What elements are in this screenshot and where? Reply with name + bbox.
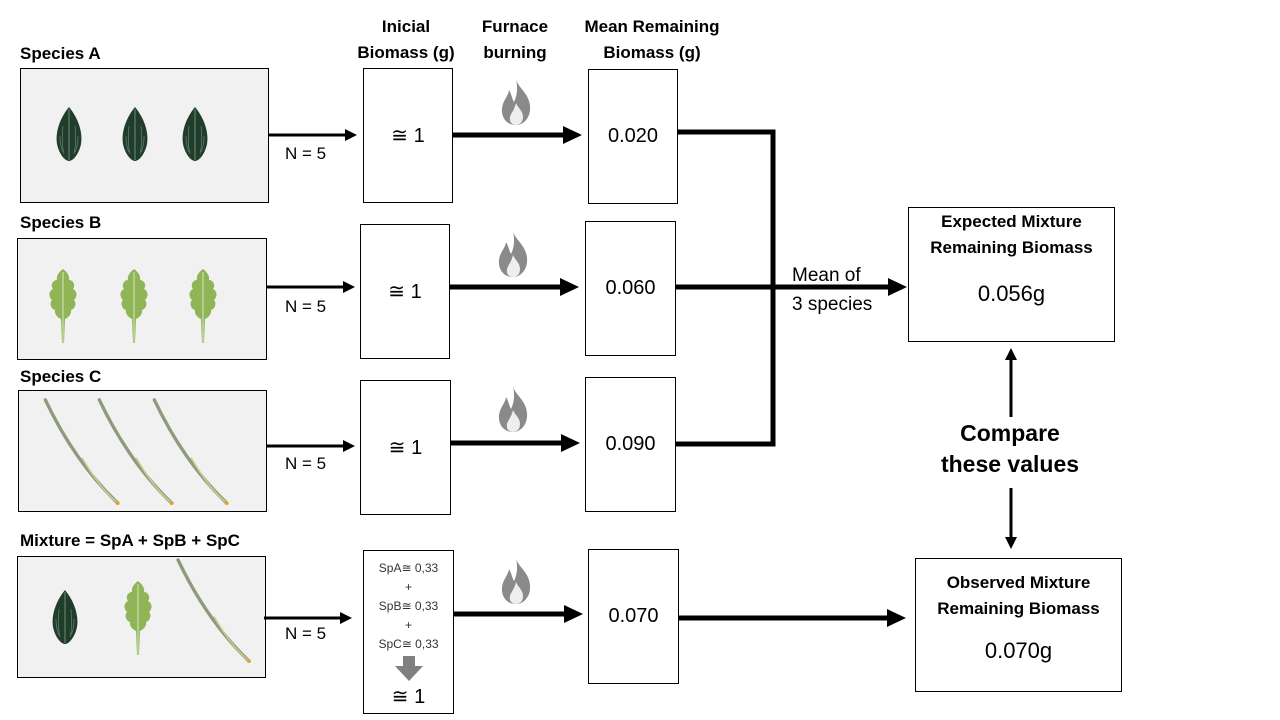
species-c-photo [18, 390, 267, 512]
grass-blade-icon [176, 558, 253, 664]
species-c-label: Species C [20, 367, 102, 386]
mix-plus-2: + [404, 618, 412, 632]
mean-label-line-2: 3 species [792, 294, 873, 315]
remaining-box-a: 0.020 [588, 69, 678, 204]
mean-of-species-label: Mean of 3 species [792, 261, 872, 319]
fire-icon [501, 558, 531, 604]
fire-icon [498, 386, 528, 432]
leaf-b-icon [119, 268, 149, 344]
leaf-b-icon [48, 268, 78, 344]
initial-box-c: ≅ 1 [360, 380, 451, 515]
expected-mixture-box: Expected Mixture Remaining Biomass 0.056… [908, 207, 1115, 342]
observed-value: 0.070g [984, 638, 1053, 663]
mix-component-b: SpB≅ 0,33 [378, 599, 439, 613]
observed-title: Observed Mixture Remaining Biomass [937, 573, 1100, 618]
initial-value-mixture: ≅ 1 [391, 686, 426, 708]
fire-icon [498, 231, 528, 277]
leaf-a-icon [56, 106, 82, 162]
expected-title: Expected Mixture Remaining Biomass [930, 212, 1093, 257]
remaining-value-c: 0.090 [605, 433, 656, 455]
n-label-b: N = 5 [285, 297, 327, 316]
initial-value-b: ≅ 1 [388, 281, 422, 303]
grass-blade-icon [152, 398, 231, 506]
expected-value: 0.056g [977, 281, 1046, 306]
mix-component-c: SpC≅ 0,33 [378, 637, 439, 651]
leaf-b-icon [188, 268, 218, 344]
initial-box-a: ≅ 1 [363, 68, 453, 203]
compare-line-1: Compare [960, 420, 1060, 446]
remaining-value-a: 0.020 [607, 125, 659, 147]
remaining-box-mixture: 0.070 [588, 549, 679, 684]
header-mean-remaining: Mean Remaining Biomass (g) [584, 17, 720, 62]
n-label-c: N = 5 [285, 454, 327, 473]
n-label-a: N = 5 [285, 144, 327, 163]
fire-icon [501, 79, 531, 125]
compare-line-2: these values [940, 451, 1080, 477]
leaf-a-icon [182, 106, 208, 162]
remaining-box-b: 0.060 [585, 221, 676, 356]
species-b-label: Species B [20, 213, 102, 232]
n-label-mixture: N = 5 [285, 624, 327, 643]
leaf-a-icon [122, 106, 148, 162]
initial-value-a: ≅ 1 [391, 125, 425, 147]
header-furnace-burning: Furnace burning [481, 17, 549, 62]
initial-box-b: ≅ 1 [360, 224, 450, 359]
remaining-value-b: 0.060 [605, 277, 656, 299]
mix-component-a: SpA≅ 0,33 [378, 561, 439, 575]
initial-value-c: ≅ 1 [388, 437, 423, 459]
leaf-a-icon [52, 589, 78, 645]
compare-label: Compare these values [920, 418, 1100, 480]
mixture-label: Mixture = SpA + SpB + SpC [20, 531, 240, 550]
initial-box-mixture: SpA≅ 0,33 + SpB≅ 0,33 + SpC≅ 0,33 ≅ 1 [363, 550, 454, 714]
header-initial-biomass: Inicial Biomass (g) [357, 17, 455, 62]
down-arrow-icon [394, 656, 423, 681]
remaining-value-mixture: 0.070 [608, 605, 659, 627]
leaf-b-icon [123, 580, 153, 656]
mean-label-line-1: Mean of [792, 265, 861, 286]
species-a-label: Species A [20, 44, 101, 63]
observed-mixture-box: Observed Mixture Remaining Biomass 0.070… [915, 558, 1122, 692]
remaining-box-c: 0.090 [585, 377, 676, 512]
mix-plus-1: + [404, 580, 412, 594]
